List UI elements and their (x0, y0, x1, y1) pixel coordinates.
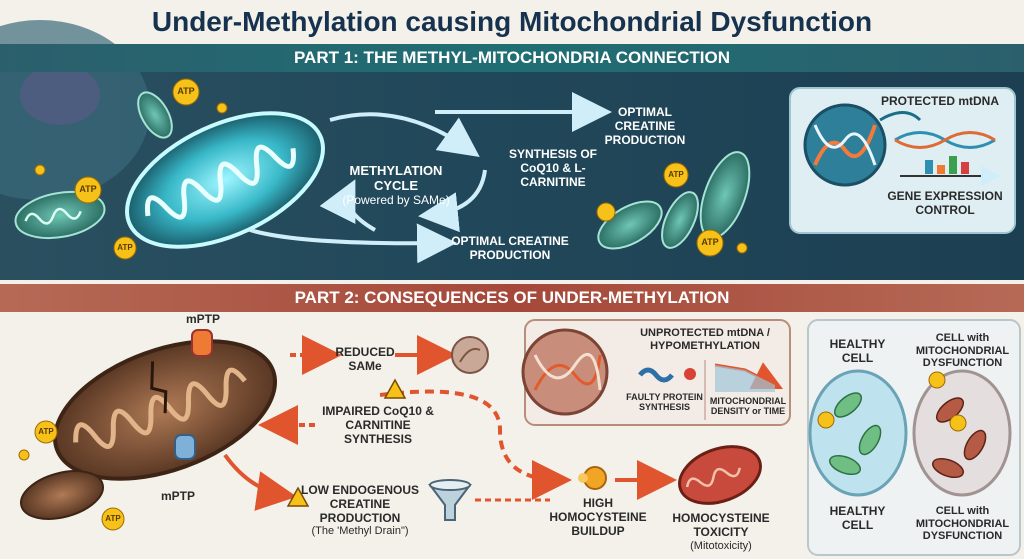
lens-arrow (879, 111, 922, 122)
faulty-protein-blob (684, 368, 696, 380)
cycle-arrow (329, 112, 480, 157)
faulty-protein-label: FAULTY PROTEIN SYNTHESIS (626, 392, 703, 413)
expression-bar (949, 156, 957, 174)
expression-bar (937, 165, 945, 174)
expression-bar (961, 162, 969, 174)
arrow-to-creatine-bottom (249, 223, 457, 264)
high-homocysteine-label: HIGH HOMOCYSTEINE BUILDUP (549, 496, 647, 538)
methylation-cycle-label: METHYLATION CYCLE (Powered by SAMe) (336, 163, 456, 208)
healthy-cell (808, 369, 908, 497)
atp-stars (18, 78, 967, 531)
toxic-mitochondrion (678, 445, 762, 505)
atp-label: ATP (117, 243, 133, 252)
dna-lens (803, 103, 887, 187)
impaired-synthesis-label: IMPAIRED CoQ10 & CARNITINE SYNTHESIS (322, 404, 434, 446)
healthy-mitochondrion (125, 111, 325, 249)
mptp-top-label: mPTP (185, 312, 220, 326)
homocysteine-toxicity-label: HOMOCYSTEINE TOXICITY (Mitotoxicity) (666, 511, 776, 552)
methylation-sub-text: (Powered by SAMe) (342, 192, 450, 207)
part2-banner: PART 2: CONSEQUENCES OF UNDER-METHYLATIO… (0, 284, 1024, 312)
warning-icon (383, 378, 407, 399)
cycle-arrow (418, 169, 487, 233)
reduced-same-label: REDUCED SAMe (335, 345, 395, 373)
low-creatine-sub: (The 'Methyl Drain") (311, 525, 409, 538)
mitochondrion-small (137, 91, 173, 139)
synthesis-label: SYNTHESIS OF CoQ10 & L-CARNITINE (508, 147, 597, 189)
expression-bar (925, 160, 933, 174)
atp-label: ATP (668, 170, 684, 179)
atp-label: ATP (177, 86, 195, 96)
cycle-arrow (319, 179, 376, 232)
faulty-protein-icon (638, 367, 674, 383)
methylation-cycle-text: METHYLATION CYCLE (349, 163, 443, 193)
atp-label: ATP (38, 427, 54, 436)
unprotected-label: UNPROTECTED mtDNA / HYPOMETHYLATION (640, 327, 770, 352)
part1-banner: PART 1: THE METHYL-MITOCHONDRIA CONNECTI… (0, 44, 1024, 72)
arrow-to-homocysteine (379, 389, 572, 500)
arrow-to-low-creatine (223, 453, 297, 511)
dna-circle (451, 336, 489, 374)
background-nucleus (20, 65, 100, 125)
healthy-cell-top-label: HEALTHY CELL (829, 337, 886, 365)
toxicity-sub: (Mitotoxicity) (690, 539, 752, 552)
dysfunction-cell-bottom-label: CELL with MITOCHONDRIAL DYSFUNCTION (915, 505, 1010, 543)
mptp-channel-bottom (174, 434, 196, 460)
main-title: Under-Methylation causing Mitochondrial … (151, 6, 873, 37)
damaged-mitochondrion (53, 339, 277, 481)
low-creatine-text: LOW ENDOGENOUS CREATINE PRODUCTION (300, 483, 419, 525)
mptp-channel-top (191, 329, 213, 357)
density-label: MITOCHONDRIAL DENSITY or TIME (709, 396, 787, 417)
atp-label: ATP (105, 514, 121, 523)
warning-icon (286, 486, 310, 507)
mptp-bottom-label: mPTP (160, 489, 195, 503)
low-creatine-label: LOW ENDOGENOUS CREATINE PRODUCTION (The … (300, 483, 420, 538)
optimal-creatine-bottom-label: OPTIMAL CREATINE PRODUCTION (451, 234, 569, 262)
density-area (715, 365, 775, 392)
mitochondrion-small-damaged (20, 470, 104, 520)
optimal-creatine-top-label: OPTIMAL CREATINE PRODUCTION (604, 105, 686, 147)
atp-label: ATP (701, 237, 719, 247)
dysfunction-cell-top-label: CELL with MITOCHONDRIAL DYSFUNCTION (915, 332, 1010, 370)
mitochondria-cluster (597, 151, 751, 250)
mitochondrion-small (14, 190, 106, 240)
healthy-cell-bottom-label: HEALTHY CELL (829, 504, 886, 532)
dysfunctional-cell (912, 369, 1012, 497)
dna-hypomethylation-lens (521, 328, 609, 416)
protected-mtdna-label: PROTECTED mtDNA (880, 94, 999, 108)
atp-label: ATP (79, 184, 97, 194)
toxicity-text: HOMOCYSTEINE TOXICITY (672, 511, 770, 539)
gene-expression-label: GENE EXPRESSION CONTROL (887, 189, 1003, 217)
